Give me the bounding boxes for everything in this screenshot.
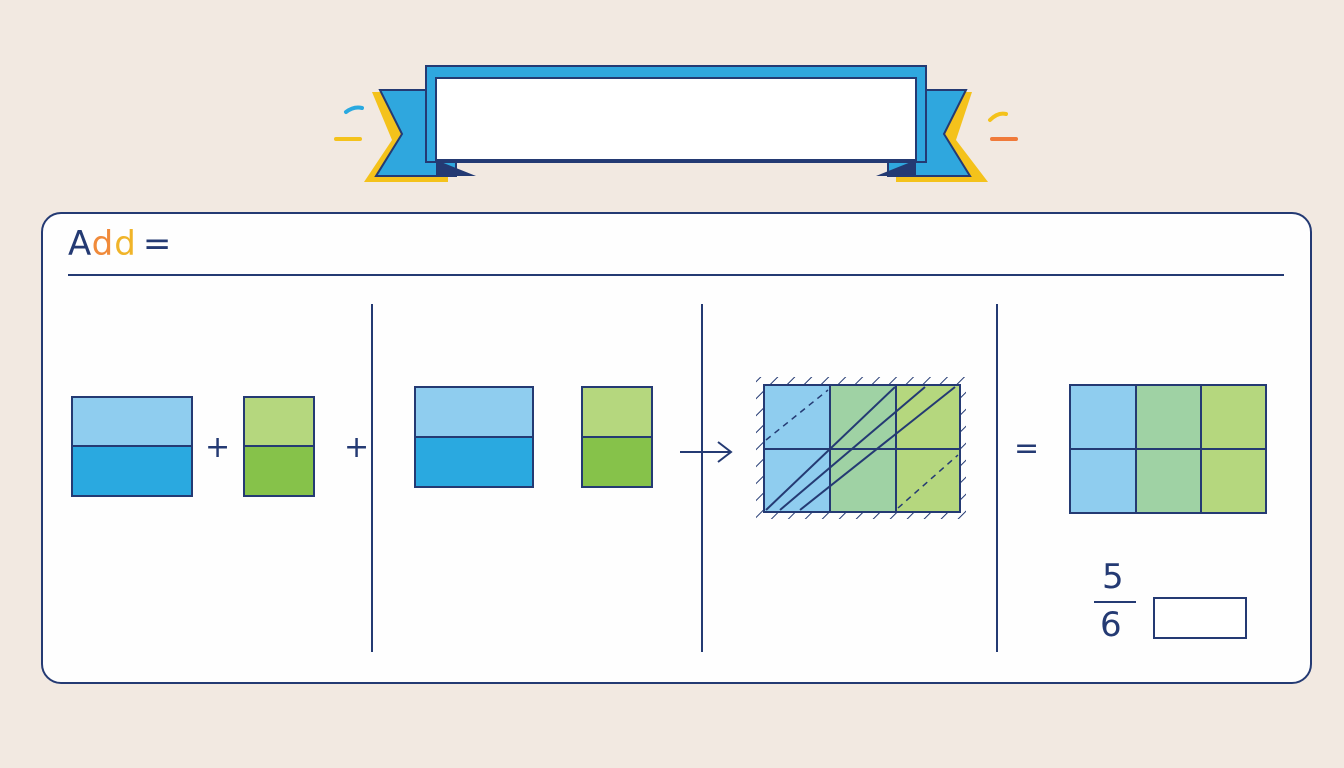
plus-sign-1: + xyxy=(205,430,231,465)
heading-letter-d2: d xyxy=(114,224,137,264)
fraction-d-top xyxy=(581,386,653,438)
heading-add: Add= xyxy=(68,224,172,264)
fraction-b-bottom xyxy=(243,445,315,497)
combined-diagonal-3 xyxy=(799,386,956,511)
sparkle-icon-right xyxy=(988,111,1008,122)
result-cell-2 xyxy=(1135,384,1202,450)
heading-letter-a: A xyxy=(68,224,92,264)
fraction-a-bottom xyxy=(71,445,193,497)
fraction-denominator: 6 xyxy=(1100,605,1122,645)
result-cell-1 xyxy=(1069,384,1137,450)
result-cell-5 xyxy=(1135,448,1202,514)
combined-cell-6 xyxy=(895,448,961,513)
heading-letter-d1: d xyxy=(91,224,115,264)
fraction-d-bottom xyxy=(581,436,653,488)
combined-diagonal-1 xyxy=(765,386,896,511)
ribbon-fold-right xyxy=(876,160,916,176)
fraction-a-top xyxy=(71,396,193,447)
title-banner xyxy=(334,65,1018,182)
ribbon-fold-left xyxy=(436,160,476,176)
ribbon-label-area xyxy=(435,77,917,161)
sparkle-icon-left xyxy=(344,105,364,114)
result-cell-6 xyxy=(1200,448,1267,514)
fraction-c-bottom xyxy=(414,436,534,488)
combined-grid xyxy=(756,377,966,519)
fraction-c-top xyxy=(414,386,534,438)
fraction-a-figure xyxy=(71,396,193,497)
combined-dashed-1 xyxy=(765,389,829,441)
plus-sign-2: + xyxy=(344,430,370,465)
fraction-b-top xyxy=(243,396,315,447)
combined-cell-1 xyxy=(763,384,831,450)
result-cell-3 xyxy=(1200,384,1267,450)
fraction-c-figure xyxy=(414,386,534,488)
answer-input-box[interactable] xyxy=(1153,597,1247,639)
fraction-numerator: 5 xyxy=(1102,557,1124,597)
combined-cell-3 xyxy=(895,384,961,450)
fraction-b-figure xyxy=(243,396,315,497)
combined-diagonal-2 xyxy=(779,386,926,511)
equals-sign: = xyxy=(1014,431,1040,466)
heading-equals: = xyxy=(142,224,173,264)
fraction-d-figure xyxy=(581,386,653,488)
arrow-icon xyxy=(680,441,733,463)
result-grid xyxy=(1069,384,1267,514)
result-cell-4 xyxy=(1069,448,1137,514)
combined-dashed-2 xyxy=(897,454,959,509)
